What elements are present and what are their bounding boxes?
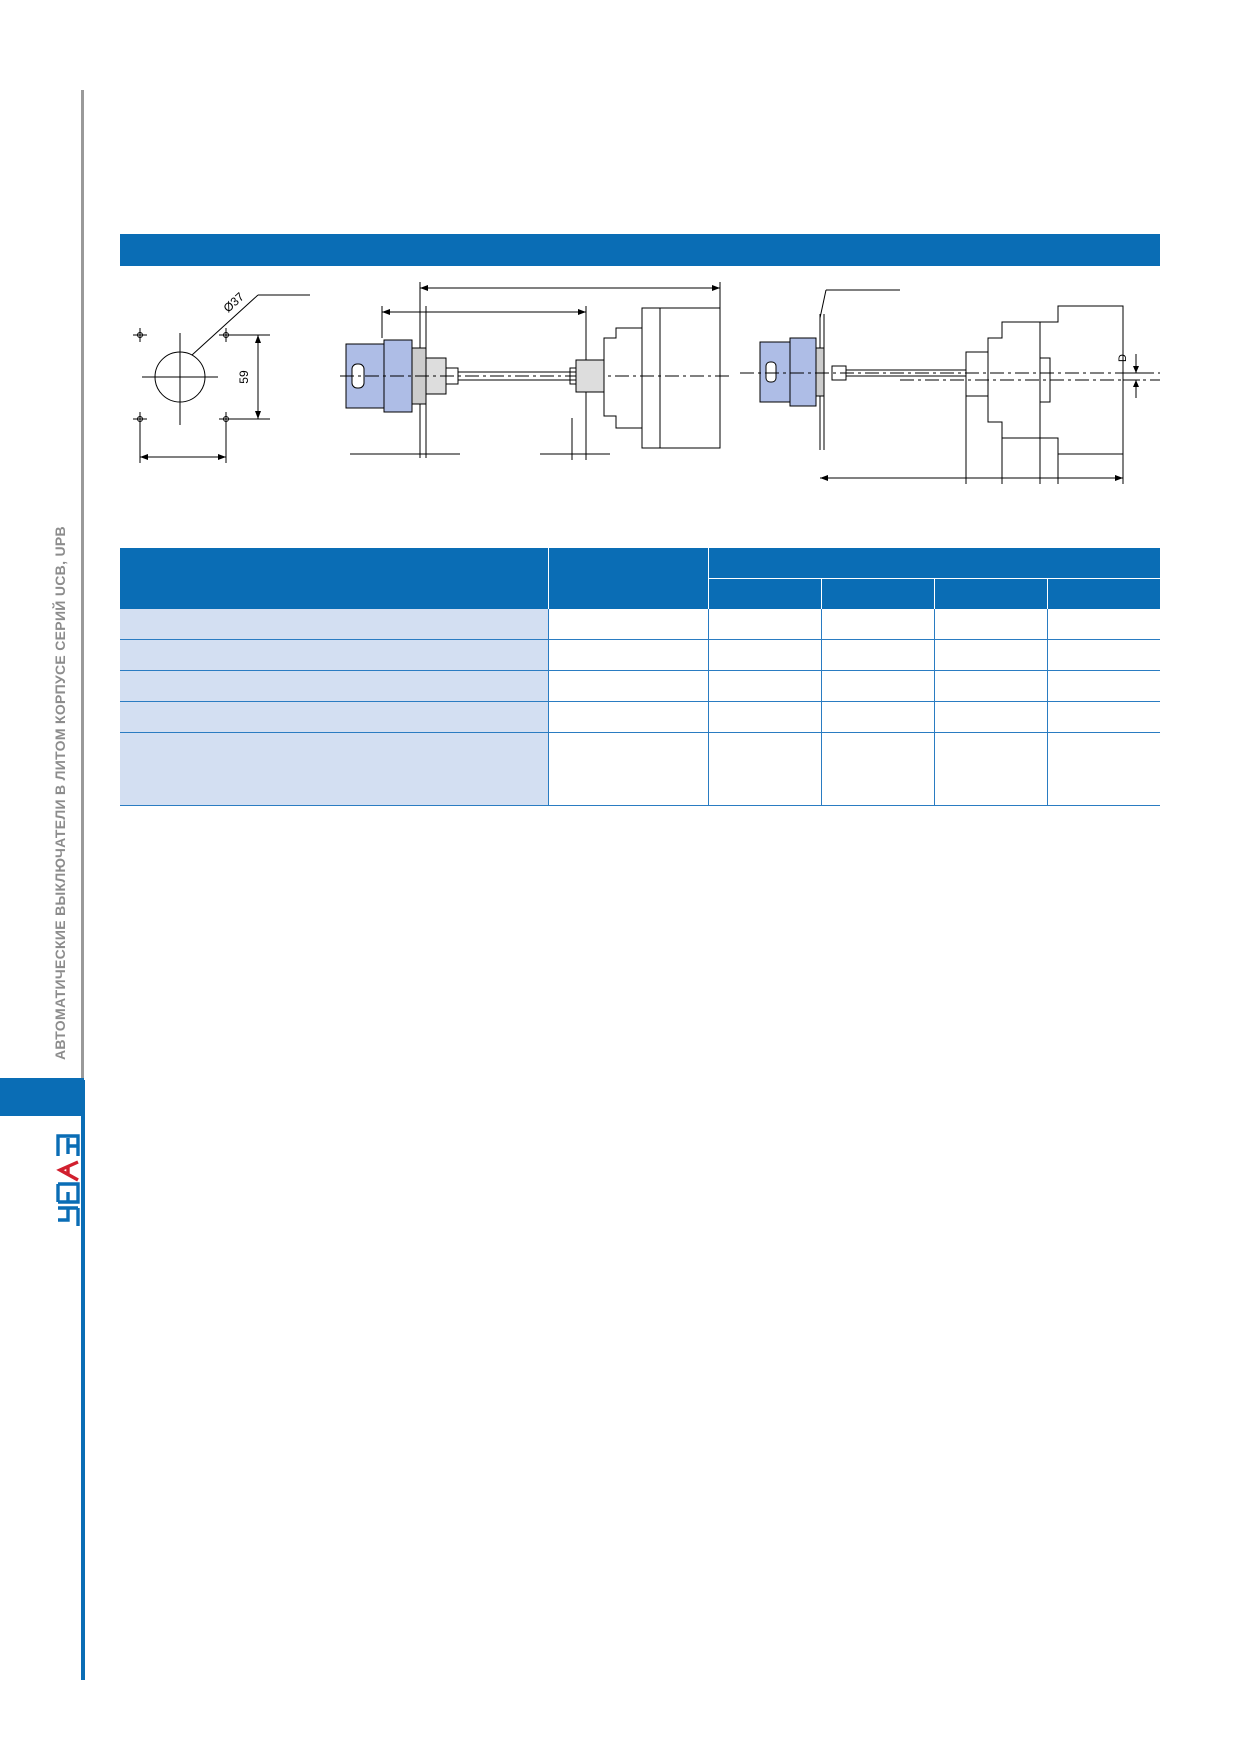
panel-cutout-drawing: Ø37 59 [133,289,310,463]
row-cell [820,609,934,640]
row-cell [1046,732,1160,806]
row-cell [1046,609,1160,640]
row-cell [820,639,934,671]
row-cell [933,732,1047,806]
row-cell [547,670,708,702]
margin-rule-accent [81,1080,85,1680]
section-tab [0,1078,84,1116]
row-cell [707,609,821,640]
table-row [120,670,1160,702]
header-cell-group [707,548,1160,579]
shift-d-label: D [1117,354,1129,362]
row-cell [707,732,821,806]
row-cell [933,609,1047,640]
header-cell-col3 [933,578,1047,609]
row-cell [1046,639,1160,671]
header-cell-parameter [120,548,548,609]
header-cell-col1 [707,578,821,609]
offset-side-view-drawing: D [740,289,1160,484]
row-cell [933,670,1047,702]
row-cell [707,639,821,671]
header-cell-col2 [820,578,934,609]
row-cell [820,670,934,702]
row-label-cell [120,609,548,640]
table-row [120,609,1160,640]
cutout-diameter-label: Ø37 [221,289,247,315]
table-row [120,639,1160,671]
row-cell [1046,670,1160,702]
row-cell [547,701,708,733]
brand-logo [56,1134,80,1226]
row-label-cell [120,701,548,733]
row-label-cell [120,639,548,671]
side-view-drawing [340,282,730,460]
row-label-cell [120,732,548,806]
cutout-height-label: 59 [237,370,251,384]
table-header-row [120,548,1160,609]
row-label-cell [120,670,548,702]
row-cell [547,732,708,806]
row-cell [820,701,934,733]
table-row [120,732,1160,806]
section-header-bar [120,234,1160,266]
header-cell-col4 [1046,578,1160,609]
row-cell [547,609,708,640]
table-subheader-row [120,578,1160,609]
header-cell-unit [547,548,708,609]
row-cell [933,639,1047,671]
row-cell [1046,701,1160,733]
row-cell [820,732,934,806]
margin-rule [81,90,84,1680]
table-row [120,701,1160,733]
row-cell [547,639,708,671]
row-cell [933,701,1047,733]
running-title: АВТОМАТИЧЕСКИЕ ВЫКЛЮЧАТЕЛИ В ЛИТОМ КОРПУ… [52,526,68,1060]
row-cell [707,670,821,702]
dimensions-table [120,548,1160,806]
row-cell [707,701,821,733]
